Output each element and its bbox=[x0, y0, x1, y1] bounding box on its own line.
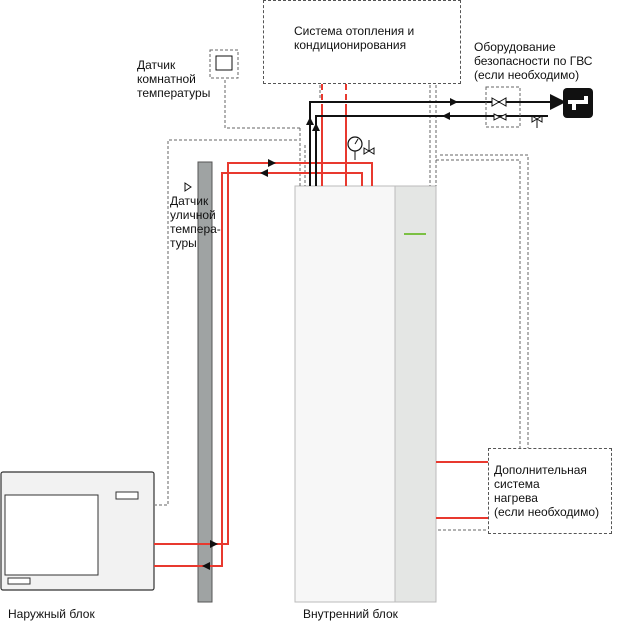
heating-system-box bbox=[263, 0, 461, 84]
extra-heating-box bbox=[488, 448, 612, 534]
room-sensor-label: Датчик комнатной температуры bbox=[137, 58, 211, 100]
dhw-pipes bbox=[309, 94, 566, 186]
hot-pipes bbox=[154, 104, 490, 567]
heating-system-label: Система отопления и кондиционирования bbox=[294, 24, 415, 52]
heating-feed-lines bbox=[321, 84, 347, 104]
water-tap-icon bbox=[563, 88, 593, 118]
flow-arrows bbox=[202, 98, 458, 570]
outdoor-sensor-icon bbox=[184, 182, 192, 192]
pressure-gauge-icon bbox=[347, 136, 363, 160]
indoor-unit-label: Внутренний блок bbox=[303, 607, 398, 621]
valve-icon bbox=[491, 97, 543, 128]
extra-heating-label: Дополнительная система нагрева (если нео… bbox=[494, 463, 600, 519]
outdoor-unit bbox=[0, 471, 155, 591]
outdoor-sensor-label: Датчик уличной темпера- туры bbox=[170, 194, 221, 250]
relief-valve-icon bbox=[363, 140, 375, 155]
temperature-sensor-icon bbox=[209, 49, 239, 79]
wall-pole bbox=[197, 161, 213, 603]
dhw-equipment-label: Оборудование безопасности по ГВС (если н… bbox=[474, 40, 593, 82]
outdoor-unit-label: Наружный блок bbox=[8, 607, 95, 621]
indoor-unit bbox=[294, 185, 437, 603]
dhw-safety-box bbox=[485, 86, 521, 128]
